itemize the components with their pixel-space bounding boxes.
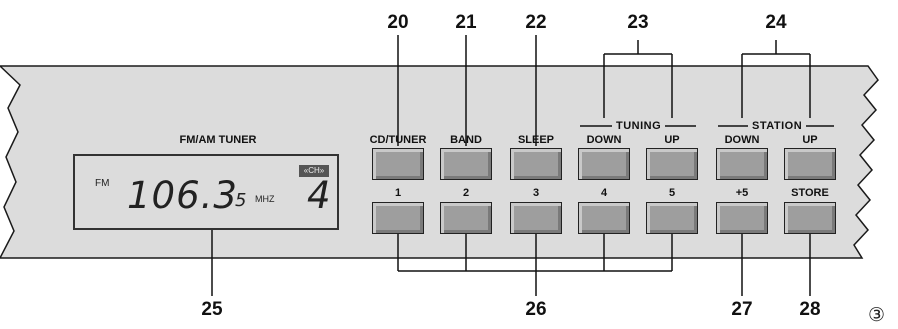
- display-frequency-fraction: 5: [235, 190, 247, 211]
- station-down-label: DOWN: [724, 134, 760, 146]
- band-button[interactable]: [440, 148, 492, 180]
- cd-tuner-button[interactable]: [372, 148, 424, 180]
- panel-title: FM/AM TUNER: [179, 134, 257, 146]
- station-group-label: STATION: [748, 120, 807, 132]
- preset-3-label: 3: [532, 187, 540, 199]
- plus5-button[interactable]: [716, 202, 768, 234]
- preset-1-label: 1: [394, 187, 402, 199]
- station-up-label: UP: [802, 134, 818, 146]
- preset-1-button[interactable]: [372, 202, 424, 234]
- display-band: FM: [95, 178, 110, 189]
- display-frequency: 106.3: [127, 174, 238, 217]
- callout-23: 23: [627, 12, 649, 33]
- page-marker: ③: [868, 304, 886, 326]
- callout-22: 22: [525, 12, 547, 33]
- display-channel-number: 4: [307, 174, 331, 217]
- leader-lines: [211, 35, 834, 296]
- tuning-group-label: TUNING: [612, 120, 666, 132]
- callout-26: 26: [525, 299, 547, 320]
- callout-21: 21: [455, 12, 477, 33]
- display-channel-badge: «CH»: [299, 165, 329, 177]
- callout-25: 25: [201, 299, 223, 320]
- preset-4-label: 4: [600, 187, 608, 199]
- band-label: BAND: [450, 134, 482, 146]
- lcd-display: FM 106.3 5 MHZ «CH» 4: [73, 154, 339, 230]
- station-down-button[interactable]: [716, 148, 768, 180]
- cd-tuner-label: CD/TUNER: [369, 134, 427, 146]
- preset-2-label: 2: [462, 187, 470, 199]
- store-button[interactable]: [784, 202, 836, 234]
- preset-5-label: 5: [668, 187, 676, 199]
- preset-3-button[interactable]: [510, 202, 562, 234]
- plus5-label: +5: [735, 187, 749, 199]
- callout-27: 27: [731, 299, 753, 320]
- callout-28: 28: [799, 299, 821, 320]
- preset-2-button[interactable]: [440, 202, 492, 234]
- preset-5-button[interactable]: [646, 202, 698, 234]
- tuning-up-label: UP: [664, 134, 680, 146]
- tuning-down-button[interactable]: [578, 148, 630, 180]
- store-label: STORE: [791, 187, 829, 199]
- preset-4-button[interactable]: [578, 202, 630, 234]
- tuning-down-label: DOWN: [586, 134, 622, 146]
- station-up-button[interactable]: [784, 148, 836, 180]
- display-unit: MHZ: [255, 194, 275, 204]
- sleep-label: SLEEP: [517, 134, 555, 146]
- sleep-button[interactable]: [510, 148, 562, 180]
- tuning-up-button[interactable]: [646, 148, 698, 180]
- callout-24: 24: [765, 12, 787, 33]
- callout-20: 20: [387, 12, 409, 33]
